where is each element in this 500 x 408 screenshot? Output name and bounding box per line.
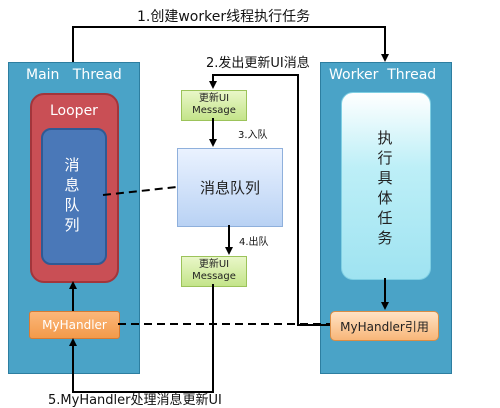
message-loop-label: 消 息 队 列	[64, 156, 80, 234]
arrow-send-message	[209, 74, 330, 326]
looper-label: Looper	[50, 103, 98, 119]
main-thread-title: Main Thread	[26, 67, 122, 83]
message-queue-box: 消息队列	[177, 148, 283, 227]
message-loop-box	[41, 128, 107, 265]
step-4-label: 4.出队	[239, 237, 269, 248]
message-top-box: 更新UI Message	[181, 90, 247, 121]
arrow-create-worker	[72, 26, 389, 62]
message-bottom-box: 更新UI Message	[181, 256, 247, 287]
step-3-label: 3.入队	[238, 130, 268, 141]
worker-thread-title: Worker Thread	[329, 67, 437, 83]
step-1-label: 1.创建worker线程执行任务	[137, 9, 311, 25]
arrow-handle-message	[69, 284, 214, 393]
worker-task-box	[341, 92, 431, 280]
step-5-label: 5.MyHandler处理消息更新UI	[48, 393, 222, 408]
dashed-loop-to-queue	[102, 186, 178, 196]
myhandler-box: MyHandler	[29, 311, 120, 339]
myhandler-reference-box: MyHandler引用	[330, 311, 439, 341]
step-2-label: 2.发出更新UI消息	[206, 56, 310, 71]
worker-task-label: 执 行 具 体 任 务	[377, 129, 393, 247]
